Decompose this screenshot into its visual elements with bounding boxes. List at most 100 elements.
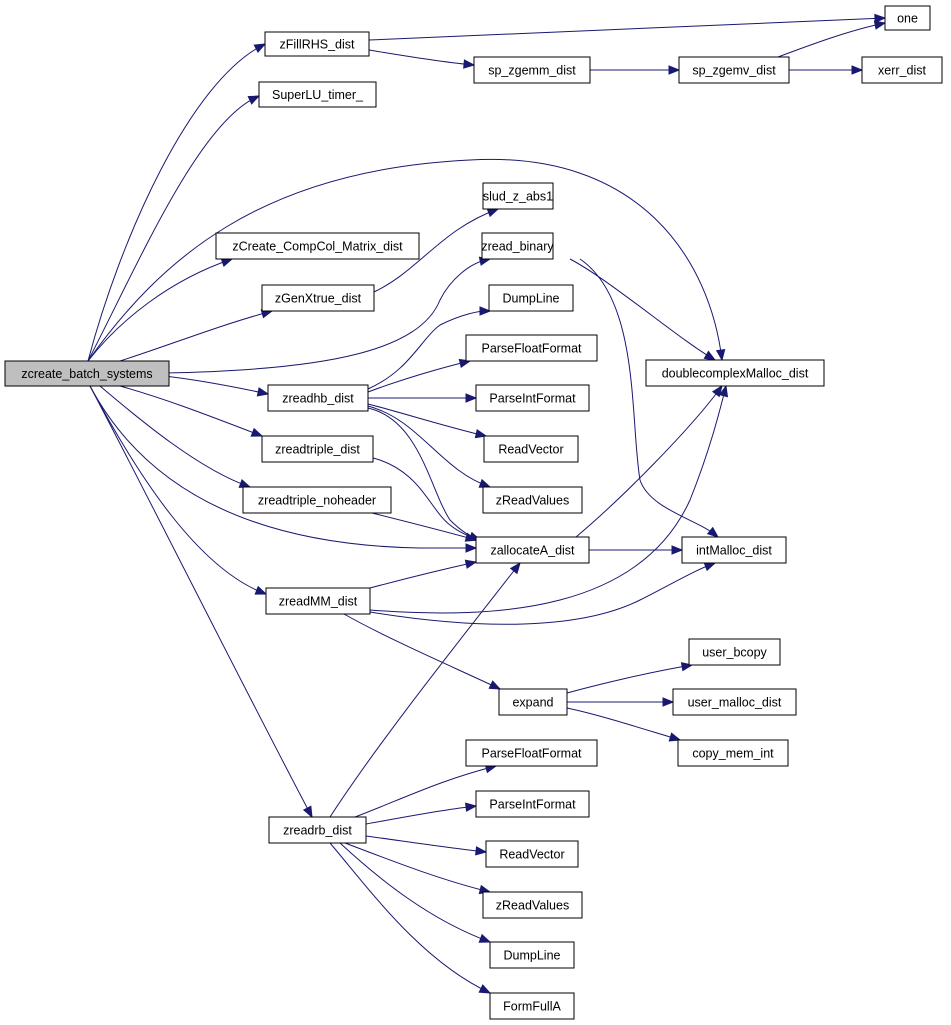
node-box[interactable]: [681, 536, 787, 564]
node-box[interactable]: [267, 384, 369, 412]
node-zbin[interactable]: zread_binary: [481, 232, 554, 260]
node-zrb[interactable]: zreadrb_dist: [268, 816, 367, 844]
edge-root-compcol-arrowhead: [220, 257, 234, 267]
edge-zrb-pff2: [354, 765, 497, 818]
edge-zreadhb-pff1: [367, 360, 471, 393]
edge-expand-cmi: [566, 707, 681, 741]
node-rv2[interactable]: ReadVector: [485, 840, 579, 868]
node-abs1[interactable]: slud_z_abs1: [482, 182, 554, 210]
node-box[interactable]: [261, 284, 375, 312]
node-box[interactable]: [465, 739, 598, 767]
node-box[interactable]: [677, 739, 789, 767]
node-box[interactable]: [258, 81, 377, 108]
node-box[interactable]: [489, 992, 575, 1020]
node-box[interactable]: [215, 232, 420, 260]
node-label: copy_mem_int: [692, 747, 774, 761]
node-box[interactable]: [672, 688, 797, 716]
node-box[interactable]: [485, 840, 579, 868]
node-box[interactable]: [482, 486, 583, 514]
node-box[interactable]: [268, 816, 367, 844]
node-box[interactable]: [678, 56, 790, 84]
node-spgemm[interactable]: sp_zgemm_dist: [473, 56, 591, 84]
node-box[interactable]: [645, 359, 825, 387]
node-label: ReadVector: [498, 443, 563, 457]
edge-zrb-rv2: [365, 835, 487, 853]
node-box[interactable]: [884, 5, 931, 31]
node-box[interactable]: [861, 56, 943, 84]
node-label: FormFullA: [503, 1000, 561, 1014]
edge-zrb-ffa-arrowhead: [478, 984, 492, 994]
node-box[interactable]: [475, 384, 590, 412]
node-ztrip[interactable]: zreadtriple_dist: [261, 435, 374, 463]
node-xerr[interactable]: xerr_dist: [861, 56, 943, 84]
node-box[interactable]: [481, 232, 554, 260]
edge-root-zbin: [163, 258, 491, 374]
node-box[interactable]: [264, 31, 370, 57]
edge-spgemv-one: [777, 22, 886, 58]
node-box[interactable]: [4, 360, 170, 387]
node-label: user_bcopy: [702, 646, 767, 660]
node-label: zreadtriple_noheader: [258, 494, 376, 508]
edge-expand-ubcopy: [566, 664, 693, 694]
node-zreadhb[interactable]: zreadhb_dist: [267, 384, 369, 412]
node-dump1[interactable]: DumpLine: [488, 284, 574, 312]
node-dcm[interactable]: doublecomplexMalloc_dist: [645, 359, 825, 387]
node-dump2[interactable]: DumpLine: [489, 941, 575, 969]
edge-zFillRHS-one-arrowhead: [874, 13, 887, 24]
node-one[interactable]: one: [884, 5, 931, 31]
edge-zFillRHS-spgemm: [368, 49, 475, 66]
node-box[interactable]: [482, 891, 583, 919]
node-box[interactable]: [688, 638, 781, 666]
node-umalloc[interactable]: user_malloc_dist: [672, 688, 797, 716]
edge-expand-umalloc-arrowhead: [662, 697, 675, 707]
node-box[interactable]: [489, 941, 575, 969]
edge-zbin-dcm-arrowhead: [703, 350, 717, 361]
node-timer[interactable]: SuperLU_timer_: [258, 81, 377, 108]
node-label: zcreate_batch_systems: [21, 367, 152, 381]
edge-root-dcm: [87, 158, 723, 362]
node-box[interactable]: [261, 435, 374, 463]
call-nodes: zcreate_batch_systems zFillRHS_distSuperL…: [4, 5, 943, 1020]
node-zrv1[interactable]: zReadValues: [482, 486, 583, 514]
node-expand[interactable]: expand: [498, 688, 568, 716]
node-compcol[interactable]: zCreate_CompCol_Matrix_dist: [215, 232, 420, 260]
node-label: expand: [512, 696, 553, 710]
node-box[interactable]: [473, 56, 591, 84]
node-ztripnh[interactable]: zreadtriple_noheader: [242, 486, 392, 514]
node-ubcopy[interactable]: user_bcopy: [688, 638, 781, 666]
node-box[interactable]: [475, 790, 590, 818]
node-box[interactable]: [488, 284, 574, 312]
edge-zmm-expand: [343, 613, 501, 690]
node-genx[interactable]: zGenXtrue_dist: [261, 284, 375, 312]
node-alloc[interactable]: zallocateA_dist: [475, 536, 590, 564]
node-box[interactable]: [498, 688, 568, 716]
edge-zrb-pif2-arrowhead: [465, 802, 478, 812]
edge-spgemv-xerr-arrowhead: [851, 65, 864, 75]
node-pif2[interactable]: ParseIntFormat: [475, 790, 590, 818]
node-pff1[interactable]: ParseFloatFormat: [465, 334, 598, 362]
node-label: zreadhb_dist: [282, 392, 354, 406]
node-zmm[interactable]: zreadMM_dist: [265, 587, 371, 615]
node-spgemv[interactable]: sp_zgemv_dist: [678, 56, 790, 84]
node-label: DumpLine: [504, 949, 561, 963]
node-pif1[interactable]: ParseIntFormat: [475, 384, 590, 412]
node-box[interactable]: [475, 536, 590, 564]
node-zrv2[interactable]: zReadValues: [482, 891, 583, 919]
node-pff2[interactable]: ParseFloatFormat: [465, 739, 598, 767]
node-imal[interactable]: intMalloc_dist: [681, 536, 787, 564]
edge-zbin-imal-arrowhead: [706, 526, 720, 538]
node-box[interactable]: [265, 587, 371, 615]
node-label: doublecomplexMalloc_dist: [662, 367, 809, 381]
node-box[interactable]: [482, 182, 554, 210]
node-label: ParseIntFormat: [489, 392, 576, 406]
node-label: xerr_dist: [878, 64, 926, 78]
node-box[interactable]: [483, 435, 579, 463]
node-ffa[interactable]: FormFullA: [489, 992, 575, 1020]
node-box[interactable]: [465, 334, 598, 362]
node-box[interactable]: [242, 486, 392, 514]
node-zFillRHS[interactable]: zFillRHS_dist: [264, 31, 370, 57]
node-cmi[interactable]: copy_mem_int: [677, 739, 789, 767]
node-rv1[interactable]: ReadVector: [483, 435, 579, 463]
node-root[interactable]: zcreate_batch_systems: [4, 360, 170, 387]
